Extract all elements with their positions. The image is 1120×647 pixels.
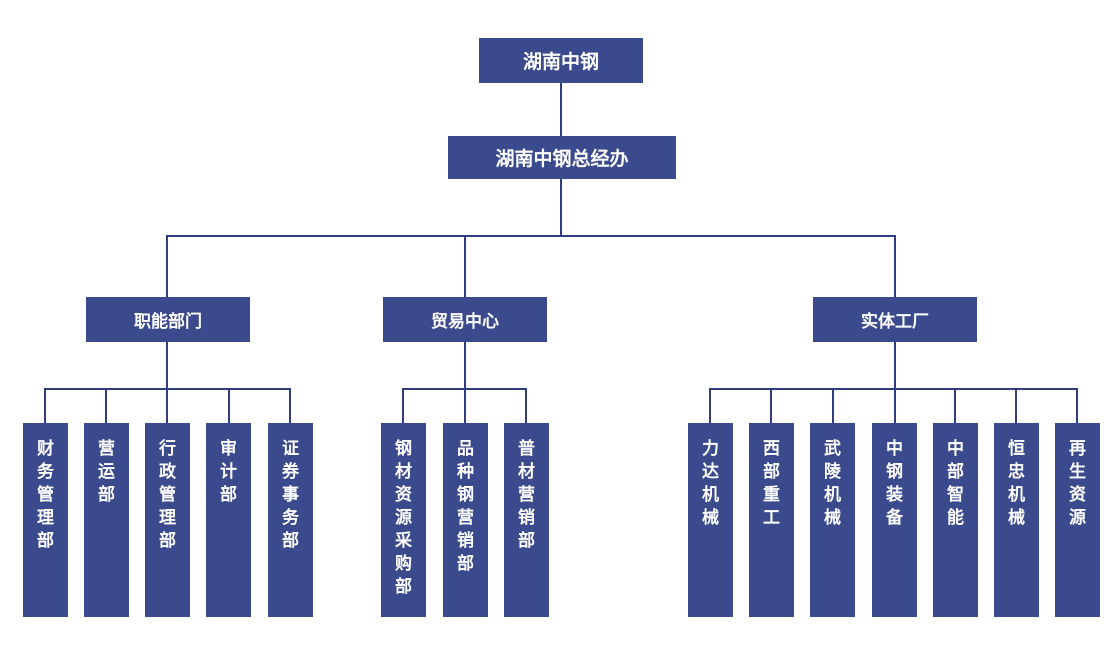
org-node-label: 钢材资源采购部	[395, 439, 412, 596]
org-node-label: 中钢装备	[886, 439, 903, 527]
connector-line	[464, 235, 466, 297]
org-node-label: 武陵机械	[824, 439, 841, 527]
connector-line	[560, 83, 562, 136]
connector-line	[1076, 388, 1078, 423]
org-node-label: 审计部	[220, 439, 237, 504]
org-leaf-node: 中部智能	[933, 423, 978, 617]
org-leaf-node: 中钢装备	[872, 423, 917, 617]
org-leaf-node: 恒忠机械	[994, 423, 1039, 617]
connector-line	[166, 342, 168, 388]
org-node-label: 财务管理部	[37, 439, 54, 550]
org-node-label: 职能部门	[134, 312, 202, 331]
org-group-node-physical-factories: 实体工厂	[813, 297, 977, 342]
org-root-node: 湖南中钢	[479, 38, 643, 83]
org-leaf-node: 普材营销部	[504, 423, 549, 617]
connector-line	[166, 235, 168, 297]
org-group-node-functional-departments: 职能部门	[86, 297, 250, 342]
org-node-label: 再生资源	[1069, 439, 1086, 527]
connector-line	[44, 388, 46, 423]
connector-line	[894, 342, 896, 388]
org-node-label: 湖南中钢	[522, 52, 599, 73]
connector-line	[709, 388, 711, 423]
org-leaf-node: 审计部	[206, 423, 251, 617]
connector-line	[228, 388, 230, 423]
org-node-label: 证券事务部	[282, 439, 299, 550]
connector-line	[1015, 388, 1017, 423]
connector-line	[289, 388, 291, 423]
org-node-label: 普材营销部	[518, 439, 535, 550]
connector-line	[464, 388, 466, 423]
connector-line	[954, 388, 956, 423]
connector-line	[525, 388, 527, 423]
connector-line	[770, 388, 772, 423]
org-node-label: 贸易中心	[431, 312, 499, 331]
org-leaf-node: 力达机械	[688, 423, 733, 617]
org-leaf-node: 行政管理部	[145, 423, 190, 617]
org-leaf-node: 再生资源	[1055, 423, 1100, 617]
org-node-label: 中部智能	[947, 439, 964, 527]
org-node-label: 恒忠机械	[1008, 439, 1025, 527]
org-node-label: 西部重工	[763, 439, 780, 527]
org-leaf-node: 西部重工	[749, 423, 794, 617]
org-node-label: 力达机械	[702, 439, 719, 527]
org-leaf-node: 钢材资源采购部	[381, 423, 426, 617]
org-group-node-trade-center: 贸易中心	[383, 297, 547, 342]
org-node-label: 湖南中钢总经办	[495, 149, 629, 170]
org-leaf-node: 品种钢营销部	[443, 423, 488, 617]
connector-line	[560, 178, 562, 236]
org-leaf-node: 武陵机械	[810, 423, 855, 617]
org-node-label: 行政管理部	[159, 439, 176, 550]
connector-line	[894, 235, 896, 297]
org-leaf-node: 营运部	[84, 423, 129, 617]
org-gm-office-node: 湖南中钢总经办	[448, 136, 676, 179]
connector-line	[402, 388, 404, 423]
connector-line	[464, 342, 466, 388]
org-node-label: 品种钢营销部	[457, 439, 474, 573]
connector-line	[105, 388, 107, 423]
org-leaf-node: 财务管理部	[23, 423, 68, 617]
org-leaf-node: 证券事务部	[268, 423, 313, 617]
connector-line	[166, 388, 168, 423]
connector-line	[166, 235, 896, 237]
org-node-label: 营运部	[98, 439, 115, 504]
connector-line	[832, 388, 834, 423]
connector-line	[709, 388, 1078, 390]
org-node-label: 实体工厂	[861, 312, 929, 331]
connector-line	[894, 388, 896, 423]
